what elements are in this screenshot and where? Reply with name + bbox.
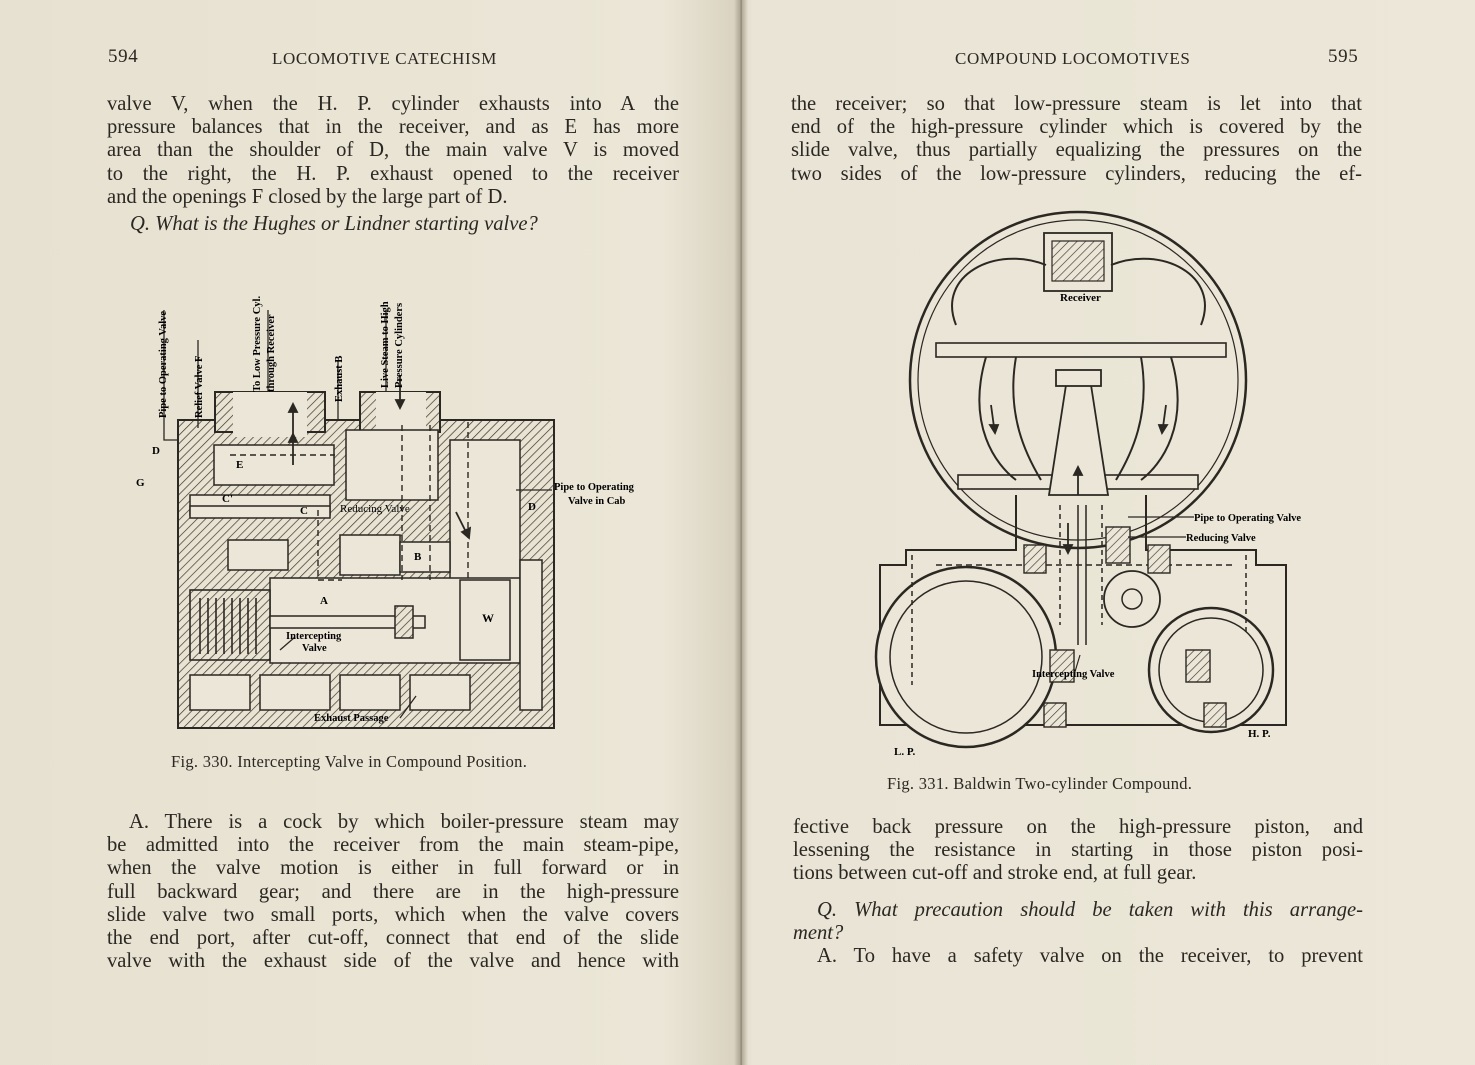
book-gutter: [734, 0, 748, 1065]
label-pipe-to-operating-cab-1: Pipe to Operating: [554, 482, 635, 493]
label-hp: H. P.: [1248, 728, 1271, 740]
text-line: slide valve two small ports, which when …: [107, 903, 679, 926]
label-live-steam: Live Steam to High: [380, 301, 391, 388]
label-through-receiver: through Receiver: [266, 314, 277, 392]
paragraph: the receiver; so that low-pressure steam…: [791, 93, 1362, 186]
running-head: LOCOMOTIVE CATECHISM: [272, 49, 497, 68]
text-line: ment?: [793, 922, 844, 945]
question: Q. What is the Hughes or Lindner startin…: [130, 213, 680, 236]
figure-331-diagram: Receiver Pipe to Operating Valve Reducin…: [874, 210, 1301, 758]
text-line: full backward gear; and there are in the…: [107, 880, 679, 903]
text-line: area than the shoulder of D, the main va…: [107, 139, 679, 162]
label-reducing-valve: Reducing Valve: [340, 503, 410, 515]
page-number: 595: [1328, 46, 1359, 67]
label-pipe-to-operating-cab-2: Valve in Cab: [568, 496, 626, 507]
label-c: C: [300, 505, 308, 517]
label-g: G: [136, 477, 145, 489]
text-line: two sides of the low-pressure cylinders,…: [791, 162, 1362, 185]
running-head: COMPOUND LOCOMOTIVES: [955, 49, 1191, 68]
label-exhaust-b: Exhaust B: [334, 356, 345, 402]
page-number: 594: [108, 46, 139, 67]
label-c-prime: C': [222, 493, 233, 505]
text-line: pressure balances that in the receiver, …: [107, 116, 679, 139]
text-line: when the valve motion is either in full …: [107, 857, 679, 880]
text-line: to the right, the H. P. exhaust opened t…: [107, 162, 679, 185]
text-line: the receiver; so that low-pressure steam…: [791, 93, 1362, 115]
text-line: fective back pressure on the high-pressu…: [793, 816, 1363, 838]
text-line: tions between cut-off and stroke end, at…: [793, 862, 1197, 885]
text-line: valve V, when the H. P. cylinder exhaust…: [107, 93, 679, 115]
text-line: lessening the resistance in starting in …: [793, 839, 1363, 862]
figure-caption: Fig. 331. Baldwin Two-cylinder Compound.: [887, 774, 1193, 793]
left-page: 594 LOCOMOTIVE CATECHISM valve V, when t…: [107, 46, 680, 973]
label-e: E: [236, 459, 243, 471]
text-line: end of the high-pressure cylinder which …: [791, 116, 1362, 139]
label-reducing-valve: Reducing Valve: [1186, 533, 1256, 544]
label-relief-valve: Relief Valve F: [194, 356, 205, 418]
text-line: Q. What precaution should be taken with …: [817, 899, 1363, 921]
text-line: A. There is a cock by which boiler-press…: [129, 811, 679, 833]
label-lp: L. P.: [894, 746, 916, 758]
answer-paragraph: A. To have a safety valve on the receive…: [793, 945, 1363, 968]
label-receiver: Receiver: [1060, 292, 1101, 304]
text-line: the end port, after cut-off, connect tha…: [107, 927, 679, 950]
label-to-low-pressure: To Low Pressure Cyl.: [252, 296, 263, 392]
text-line: A. To have a safety valve on the receive…: [817, 945, 1363, 967]
figure-330-diagram: Pipe to Operating Valve Relief Valve F T…: [136, 296, 635, 729]
label-b: B: [414, 551, 422, 563]
right-page: COMPOUND LOCOMOTIVES 595 the receiver; s…: [746, 0, 1475, 1065]
paragraph: valve V, when the H. P. cylinder exhaust…: [107, 93, 679, 209]
label-a: A: [320, 595, 328, 607]
text-line: Q. What is the Hughes or Lindner startin…: [130, 213, 538, 235]
text-line: and the openings F closed by the large p…: [107, 185, 508, 208]
label-pipe-to-operating-valve: Pipe to Operating Valve: [158, 311, 169, 418]
label-exhaust-passage: Exhaust Passage: [314, 713, 389, 724]
question: Q. What precaution should be taken with …: [793, 899, 1363, 945]
label-pressure-cylinders: Pressure Cylinders: [394, 303, 405, 388]
label-w: W: [482, 611, 494, 625]
label-d2: D: [528, 501, 536, 513]
label-intercepting: Intercepting: [286, 631, 342, 642]
label-intercepting-valve: Valve: [302, 643, 327, 654]
label-d: D: [152, 445, 160, 457]
text-line: slide valve, thus partially equalizing t…: [791, 139, 1362, 162]
label-intercepting-valve: Intercepting Valve: [1032, 669, 1115, 680]
text-line: valve with the exhaust side of the valve…: [107, 950, 679, 973]
text-line: be admitted into the receiver from the m…: [107, 834, 679, 857]
figure-caption: Fig. 330. Intercepting Valve in Compound…: [171, 752, 528, 771]
label-pipe-to-operating-valve: Pipe to Operating Valve: [1194, 513, 1301, 524]
answer-paragraph: A. There is a cock by which boiler-press…: [107, 811, 679, 973]
paragraph: fective back pressure on the high-pressu…: [793, 816, 1363, 886]
